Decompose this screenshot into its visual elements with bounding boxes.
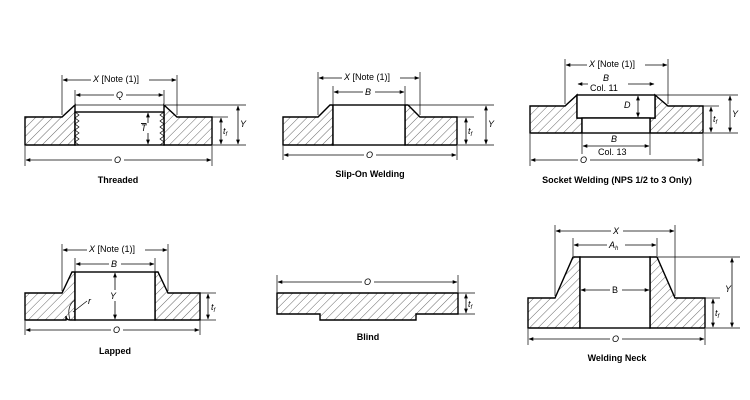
lapped-body-right (154, 271, 201, 321)
welding-neck-b-label: B (612, 285, 618, 295)
socket-x-label: X [Note (1)] (588, 59, 635, 69)
welding-neck-y-label: Y (725, 284, 732, 294)
socket-b-top-label: B (603, 73, 609, 83)
threaded-t-label: T (141, 123, 148, 133)
slip-on-y-label: Y (488, 119, 495, 129)
socket-caption: Socket Welding (NPS 1/2 to 3 Only) (542, 175, 692, 185)
welding-neck-caption: Welding Neck (588, 353, 648, 363)
threaded-tf-label: tf (223, 126, 229, 138)
socket-y-label: Y (732, 109, 739, 119)
lapped-r-label: r (88, 296, 92, 306)
blind-tf-label: tf (468, 299, 474, 311)
lapped-y-label: Y (110, 291, 117, 301)
lapped-caption: Lapped (99, 346, 131, 356)
socket-col11-label: Col. 11 (590, 83, 618, 93)
socket-body-right (649, 93, 704, 134)
threaded-y-label: Y (240, 119, 247, 129)
welding-neck-body-right (649, 256, 706, 329)
slip-on-x-label: X [Note (1)] (343, 72, 390, 82)
threaded-q-label: Q (116, 90, 123, 100)
slip-on-caption: Slip-On Welding (335, 169, 404, 179)
thread-right (159, 111, 165, 146)
socket-d-label: D (624, 100, 631, 110)
welding-neck-flange-diagram: X Ah B Y tf O Welding Neck (527, 225, 740, 363)
socket-col13-label: Col. 13 (598, 147, 627, 157)
socket-tf-label: tf (713, 114, 719, 126)
lapped-radius (68, 299, 76, 321)
threaded-x-label: X [Note (1)] (92, 74, 139, 84)
socket-o-label: O (580, 155, 587, 165)
welding-neck-ah-label: Ah (608, 240, 619, 252)
slip-on-tf-label: tf (468, 126, 474, 138)
socket-body-left (529, 93, 583, 134)
welding-neck-tf-label: tf (715, 308, 721, 320)
threaded-flange-body-right (163, 103, 213, 146)
blind-caption: Blind (357, 332, 380, 342)
welding-neck-x-label: X (612, 226, 620, 236)
slip-on-b-label: B (365, 87, 371, 97)
slip-on-body-left (282, 104, 334, 146)
lapped-o-label: O (113, 325, 120, 335)
lapped-tf-label: tf (211, 302, 217, 314)
slip-on-o-label: O (366, 150, 373, 160)
threaded-flange-diagram: X [Note (1)] Q T tf Y O Threaded (24, 73, 247, 185)
blind-body (276, 292, 459, 321)
threaded-caption: Threaded (98, 175, 139, 185)
welding-neck-o-label: O (612, 334, 619, 344)
lapped-b-label: B (111, 259, 117, 269)
slip-on-bore (332, 104, 406, 146)
lapped-flange-diagram: X [Note (1)] B r Y tf O Lapped (24, 243, 217, 356)
welding-neck-body-left (527, 256, 581, 329)
threaded-o-label: O (114, 155, 121, 165)
threaded-flange-body-left (24, 103, 76, 146)
blind-flange-diagram: O tf Blind (276, 275, 475, 342)
slip-on-body-right (404, 104, 458, 146)
socket-bore-upper (576, 94, 656, 119)
socket-welding-flange-diagram: X [Note (1)] B Col. 11 D B Col. 13 tf Y … (529, 58, 739, 185)
slip-on-flange-diagram: X [Note (1)] B tf Y O Slip-On Welding (282, 71, 495, 179)
thread-left (74, 111, 80, 146)
lapped-body-left (24, 271, 76, 321)
lapped-x-label: X [Note (1)] (88, 244, 135, 254)
threaded-flange-bore (74, 111, 165, 146)
socket-b-bottom-label: B (611, 134, 617, 144)
socket-bore-lower (581, 117, 651, 134)
blind-o-label: O (364, 277, 371, 287)
